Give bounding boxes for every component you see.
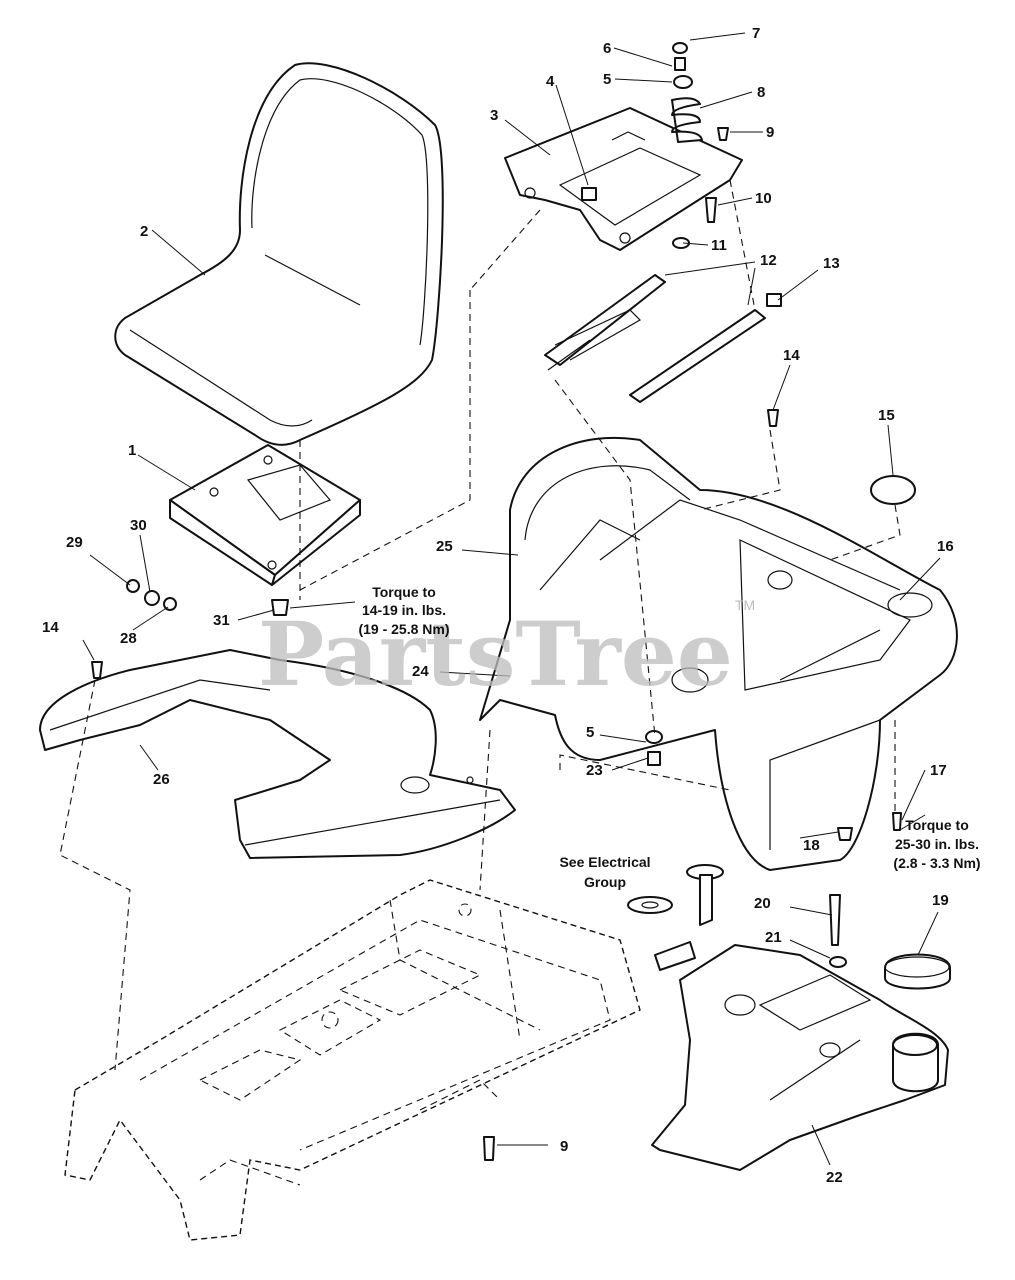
callout-11: 11: [711, 237, 727, 254]
callout-21: 21: [765, 929, 782, 946]
rear-fender: [479, 436, 958, 871]
callout-25: 25: [436, 538, 453, 555]
electrical-note: See Electrical Group: [559, 854, 650, 890]
callout-22: 22: [826, 1169, 843, 1186]
callout-28: 28: [120, 630, 137, 647]
svg-text:14-19 in. lbs.: 14-19 in. lbs.: [362, 602, 446, 618]
hood-panel: [39, 649, 516, 859]
callout-10: 10: [755, 190, 772, 207]
svg-text:See Electrical: See Electrical: [559, 854, 650, 870]
leader-lines: [82, 32, 941, 1166]
callout-1: 1: [128, 442, 136, 459]
callout-7: 7: [752, 25, 760, 42]
svg-text:Torque to: Torque to: [372, 584, 436, 600]
torque-note-1: Torque to 14-19 in. lbs. (19 - 25.8 Nm): [358, 584, 449, 637]
callout-5a: 5: [603, 71, 611, 88]
seat-rails: [544, 274, 782, 403]
torque-note-2: Torque to 25-30 in. lbs. (2.8 - 3.3 Nm): [893, 817, 980, 871]
watermark: PartsTree: [258, 602, 733, 706]
callout-16: 16: [937, 538, 954, 555]
fuel-tank-cover: [651, 894, 951, 1171]
frame-chassis: [64, 879, 641, 1241]
callout-23: 23: [586, 762, 603, 779]
callout-13: 13: [823, 255, 840, 272]
callout-20: 20: [754, 895, 771, 912]
callout-26: 26: [153, 771, 170, 788]
callout-31: 31: [213, 612, 230, 629]
callout-14b: 14: [42, 619, 59, 636]
callout-15: 15: [878, 407, 895, 424]
callout-29: 29: [66, 534, 83, 551]
watermark-trademark: TM: [735, 597, 755, 613]
svg-text:25-30 in. lbs.: 25-30 in. lbs.: [895, 836, 979, 852]
svg-text:(19 - 25.8 Nm): (19 - 25.8 Nm): [358, 621, 449, 637]
callout-24: 24: [412, 663, 429, 680]
seat-plate: [169, 444, 361, 586]
callout-3: 3: [490, 107, 498, 124]
callout-12: 12: [760, 252, 777, 269]
callout-2: 2: [140, 223, 148, 240]
seat: [114, 62, 444, 446]
callout-18: 18: [803, 837, 820, 854]
callouts: 2 1 3 4 5 6 7 8 9 10 11 12 13 14 15 16 2…: [42, 25, 954, 1186]
callout-17: 17: [930, 762, 947, 779]
svg-text:Torque to: Torque to: [905, 817, 969, 833]
callout-8: 8: [757, 84, 765, 101]
callout-6: 6: [603, 40, 611, 57]
callout-4: 4: [546, 73, 555, 90]
callout-14a: 14: [783, 347, 800, 364]
svg-text:(2.8 - 3.3 Nm): (2.8 - 3.3 Nm): [893, 855, 980, 871]
spring-hardware: [671, 42, 729, 249]
callout-9a: 9: [766, 124, 774, 141]
seat-pan: [504, 107, 743, 251]
callout-30: 30: [130, 517, 147, 534]
callout-9b: 9: [560, 1138, 568, 1155]
callout-19: 19: [932, 892, 949, 909]
callout-5b: 5: [586, 724, 594, 741]
electrical-parts: [627, 864, 724, 971]
svg-text:Group: Group: [584, 874, 626, 890]
